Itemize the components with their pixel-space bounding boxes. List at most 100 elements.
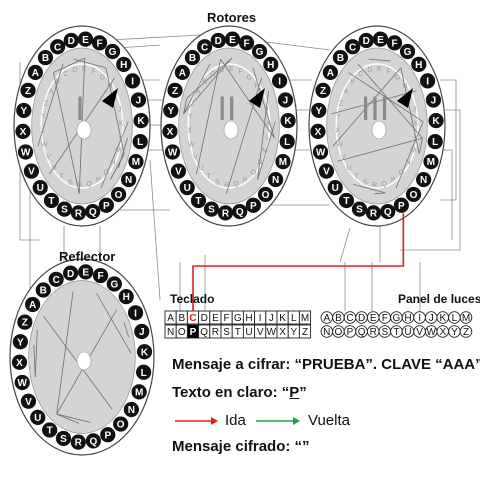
letter-disc	[423, 153, 439, 170]
letter-disc	[113, 416, 129, 432]
lamp-label-Y: Y	[451, 327, 458, 338]
letter-disc	[238, 35, 255, 51]
internal-wire	[418, 138, 423, 154]
letter-disc	[393, 197, 409, 213]
key-label-S: S	[223, 327, 230, 338]
letter-disc	[271, 73, 288, 89]
letter-K: K	[432, 116, 440, 127]
plaintext-letter: P	[289, 384, 300, 401]
contact-letter: R	[77, 182, 82, 189]
letter-disc	[245, 197, 261, 213]
letter-disc	[17, 314, 33, 330]
letter-I: I	[426, 76, 429, 87]
contact-letter: G	[395, 74, 400, 81]
letter-Q: Q	[384, 207, 392, 218]
letter-disc	[162, 123, 178, 139]
internal-wire	[56, 291, 74, 415]
internal-wire	[33, 345, 36, 377]
letter-disc	[25, 296, 41, 313]
letter-O: O	[117, 420, 125, 431]
letter-disc	[77, 31, 94, 47]
contact-letter: W	[41, 141, 48, 148]
letter-D: D	[363, 36, 370, 47]
key-label-P: P	[190, 327, 197, 338]
letter-J: J	[283, 96, 289, 107]
plaintext-suffix: ”	[299, 384, 307, 401]
internal-wire	[37, 63, 64, 147]
letter-disc	[98, 197, 114, 213]
letter-X: X	[16, 358, 23, 369]
contact-letter: P	[243, 177, 248, 184]
contact-letter: A	[196, 88, 201, 95]
key-label-Z: Z	[302, 327, 308, 338]
lamp-label-G: G	[393, 313, 401, 324]
keyboard-title: Teclado	[170, 292, 215, 306]
contact-letter: V	[341, 154, 346, 161]
letter-disc	[310, 123, 326, 139]
letter-B: B	[42, 53, 49, 64]
reflector-title: Reflector	[59, 249, 116, 264]
letter-Z: Z	[172, 86, 178, 97]
lamp-label-K: K	[439, 313, 446, 324]
contact-letter: G	[247, 74, 252, 81]
letter-disc	[11, 354, 28, 370]
letter-R: R	[75, 438, 83, 449]
letter-disc	[104, 43, 121, 60]
contact-letter: Z	[191, 100, 196, 107]
letter-disc	[197, 39, 213, 55]
letter-T: T	[195, 196, 201, 207]
lamp-label-Q: Q	[358, 327, 366, 338]
internal-wire	[183, 63, 211, 115]
letter-disc	[50, 39, 66, 55]
letter-B: B	[40, 286, 47, 297]
key-label-M: M	[301, 313, 309, 324]
internal-wire	[123, 322, 130, 338]
letter-disc	[174, 64, 190, 81]
letter-O: O	[262, 190, 270, 201]
internal-wire	[53, 57, 85, 73]
letter-disc	[275, 153, 291, 170]
letter-Y: Y	[167, 106, 174, 117]
letter-disc	[224, 31, 241, 47]
key-label-W: W	[267, 327, 277, 338]
lamp-Z	[459, 325, 473, 338]
ida-path	[192, 213, 405, 311]
letter-disc	[405, 186, 422, 203]
internal-wire	[337, 137, 423, 162]
lamp-label-C: C	[346, 313, 353, 324]
letter-C: C	[349, 42, 356, 53]
letter-Q: Q	[236, 207, 244, 218]
contact-letter: D	[219, 67, 224, 74]
letter-R: R	[370, 208, 378, 219]
letter-disc	[14, 374, 30, 391]
letter-X: X	[167, 127, 174, 138]
lamp-label-O: O	[335, 327, 343, 338]
letter-Q: Q	[89, 207, 97, 218]
contact-letter: C	[358, 71, 363, 78]
letter-L: L	[284, 137, 290, 148]
letter-disc	[232, 203, 248, 220]
letter-disc	[428, 113, 444, 129]
letter-S: S	[61, 205, 68, 216]
contact-letter: L	[119, 134, 123, 141]
letter-disc	[56, 201, 73, 217]
plaintext-line: Texto en claro: “P”	[172, 384, 307, 401]
letter-N: N	[128, 405, 135, 416]
contact-letter: F	[387, 69, 391, 76]
rotors-title: Rotores	[207, 10, 257, 25]
lamp-label-L: L	[452, 313, 458, 324]
letter-Z: Z	[22, 318, 28, 329]
contact-letter: E	[229, 66, 234, 73]
letter-disc	[116, 56, 132, 72]
letter-disc	[136, 364, 152, 380]
letter-disc	[257, 186, 274, 203]
letter-P: P	[250, 201, 257, 212]
letter-M: M	[135, 387, 143, 398]
letter-F: F	[96, 39, 102, 50]
letter-T: T	[47, 426, 53, 437]
contact-letter: L	[266, 134, 270, 141]
letter-disc	[123, 401, 139, 418]
letter-disc	[48, 271, 64, 287]
contact-letter: H	[107, 83, 112, 90]
